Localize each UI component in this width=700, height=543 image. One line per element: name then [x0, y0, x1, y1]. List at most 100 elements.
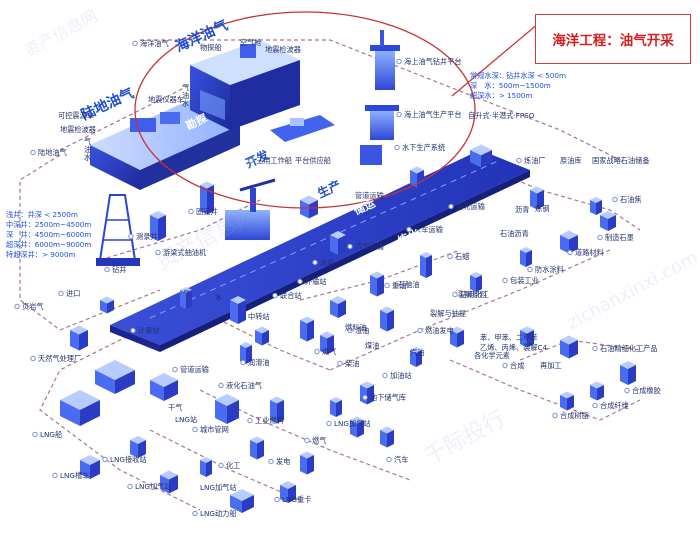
main-platform [110, 150, 530, 352]
svg-text:深 井：4500m~6000m: 深 井：4500m~6000m [6, 230, 91, 239]
svg-text:中深井：2500m~4500m: 中深井：2500m~4500m [6, 220, 91, 229]
facility-icon [520, 247, 532, 267]
label-gas-engine: 燃气 [312, 436, 326, 445]
label-synthesis: 合成 [510, 361, 524, 370]
facility-icon [530, 186, 544, 210]
label-underground-storage: 地下储气库 [370, 393, 406, 402]
label-dot-tanker-transport [448, 203, 454, 210]
label-dot-pipeline-net [172, 366, 178, 373]
label-road-material: 道路材料 [575, 248, 604, 257]
label-water-treatment: 水 [215, 293, 222, 302]
label-offshore-production: 海上油气生产平台 [404, 110, 462, 119]
label-strategic-reserve: 国家战略石油储备 [592, 156, 650, 165]
node-labels: 海洋油气陆地油气物探船空气枪地震检波器地震仪器车可控震源车地震检波器气油水气油水… [14, 38, 661, 518]
label-gas1: 气 [182, 83, 189, 92]
facility-icon [370, 271, 384, 297]
onshore-depth-notes: 浅井：井深 < 2500m 中深井：2500m~4500m 深 井：4500m~… [6, 210, 91, 259]
svg-text:超深水：> 1500m: 超深水：> 1500m [470, 91, 532, 100]
facility-icon [270, 396, 284, 424]
label-dot-synthetic-rubber [624, 387, 630, 394]
facility-icon [215, 394, 239, 424]
label-dot-diesel [337, 360, 343, 367]
label-seismic-detector: 地震检波器 [265, 45, 301, 54]
label-water-transport: 水运 [320, 258, 334, 267]
facility-icon [410, 347, 422, 367]
label-dot-outgoing [297, 278, 303, 285]
label-fuel-oil: 燃料油 [345, 323, 367, 332]
label-entry: 进口 [66, 289, 80, 298]
facility-icon [320, 331, 334, 355]
label-fuel-power: 燃油发电 [425, 326, 454, 335]
label-dot-refinery [516, 157, 522, 164]
facility-icon [380, 306, 394, 332]
facility-icon [80, 455, 100, 479]
highlight-ellipse [134, 11, 476, 209]
label-refining-lbl: 炼钢 [535, 204, 549, 213]
label-cracking-extraction: 裂解与抽提 [430, 309, 466, 318]
onshore-exploration-block [90, 100, 240, 190]
label-dot-packaging [502, 277, 508, 284]
label-dot-drill-rig [104, 266, 110, 273]
facility-icon [470, 144, 492, 168]
label-lng-small: LNG加气站 [200, 483, 237, 492]
label-production: 生产 [315, 177, 343, 201]
facility-icon [160, 470, 178, 494]
pumpjack-icon [225, 178, 276, 240]
label-dot-car-transport [347, 243, 353, 250]
label-pumping-unit: 游梁式抽油机 [163, 248, 207, 257]
label-lube-oil: 润滑油 [248, 358, 270, 367]
label-dot-subsea-system [394, 144, 400, 151]
facility-icon [520, 326, 534, 348]
label-drill-rig: 钻井 [112, 265, 126, 274]
label-gas2: 气 [84, 137, 91, 146]
label-dot-industrial-fuel [247, 417, 253, 424]
label-dot-combine-station [272, 292, 278, 299]
facility-icon [280, 481, 296, 503]
label-dot-daily-chem [452, 291, 458, 298]
facility-icon [150, 211, 166, 241]
facility-icon [130, 436, 146, 458]
label-gas-car: 汽车 [394, 455, 408, 464]
label-dot-lng-station2 [127, 483, 133, 490]
label-city-gas: 城市管网 [200, 425, 229, 434]
label-lng-truck: LNG重卡 [282, 495, 311, 504]
label-gasoline: 汽油 [410, 348, 424, 357]
label-dot-residual [347, 327, 353, 334]
label-dot-shale-gas [14, 303, 20, 310]
label-synthetic-resin: 合成树脂 [560, 411, 589, 420]
label-refueling: 加油站 [390, 371, 412, 380]
label-dot-lng-station [326, 420, 332, 427]
label-lng-pipe: LNG站 [175, 415, 197, 424]
label-dot-synthesis [502, 362, 508, 369]
label-packaging: 包装工业 [510, 276, 539, 285]
label-lng-power: LNG动力船 [200, 509, 237, 518]
facility-icon [470, 272, 482, 292]
label-kerosene: 煤油 [365, 341, 379, 350]
label-lng-ship: LNG船 [40, 430, 62, 439]
facility-icon [300, 451, 314, 475]
drill-rig-icon [96, 194, 140, 266]
label-asphalt: 沥青 [515, 205, 529, 214]
label-natural-gas-process: 天然气处理厂 [38, 354, 81, 363]
label-outgoing: 外输站 [305, 277, 327, 286]
offshore-exploration-block [190, 40, 300, 130]
label-naphtha: 石脑油 [398, 280, 420, 289]
facility-icon [150, 373, 178, 401]
label-offshore-oil-gas: 海洋油气 [140, 39, 169, 48]
label-power: 发电 [276, 457, 290, 466]
label-multi-platform: 三用工作船 [256, 156, 292, 165]
label-dot-natural-gas-process [30, 355, 36, 362]
label-oil1: 油 [182, 91, 189, 100]
label-dot-lng-truck [274, 496, 280, 503]
label-dot-lpg [218, 382, 224, 389]
label-oil-coke: 石油焦 [620, 195, 642, 204]
offshore-platform-icon [360, 30, 400, 165]
label-dot-lng-power [192, 510, 198, 517]
label-crude-oil-storage: 原油库 [560, 156, 582, 165]
label-lng-tanker: LNG槽车 [60, 471, 89, 480]
svg-text:常规水深：钻井水深 < 500m: 常规水深：钻井水深 < 500m [470, 71, 566, 80]
label-dot-gas-fuel [314, 348, 320, 355]
label-petrochem-products: 石油精细化工产品 [600, 344, 658, 353]
label-dot-pumping-unit [155, 249, 161, 256]
